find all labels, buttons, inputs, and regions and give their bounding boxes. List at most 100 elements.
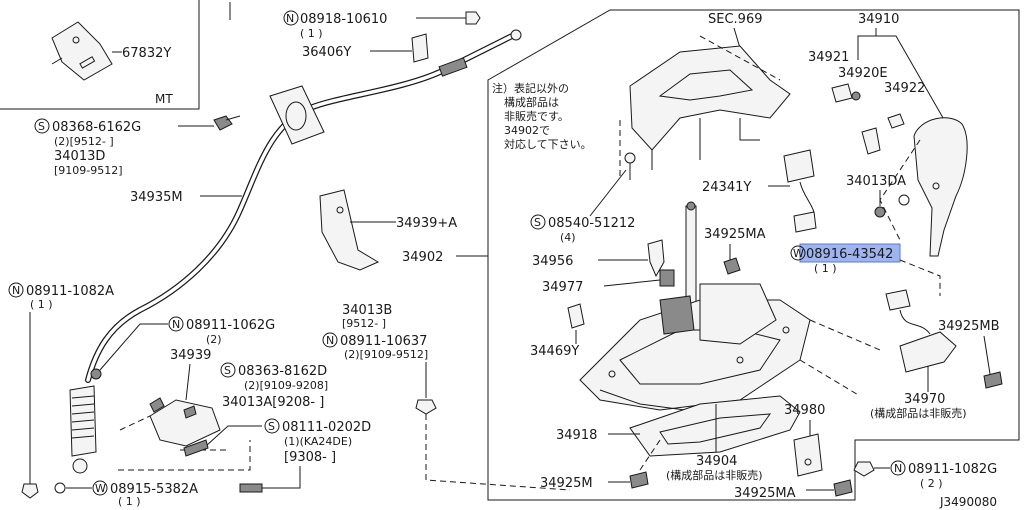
- label-34902: 34902: [402, 250, 443, 265]
- mt-inset: 67832Y MT: [0, 0, 200, 110]
- dash-34939: [119, 415, 230, 451]
- bracket-34939A-group: 34939+A: [319, 189, 457, 271]
- mt-inset-border: [0, 0, 200, 110]
- bracket-34980-group: 34980: [784, 403, 825, 477]
- dash-08916: [899, 259, 941, 296]
- screw-08540-group: S 08540-51212 (4) 34902: [402, 169, 635, 265]
- label-08363-qty: (2)[9109-9208]: [244, 379, 328, 392]
- label-08916-43542: 08916-43542: [806, 247, 893, 262]
- nut-08911c: [415, 399, 437, 415]
- leader-34925MB: [983, 335, 991, 375]
- base-hole-3: [736, 356, 744, 364]
- prefix-S-08111: [264, 418, 280, 434]
- bulb-34921: [831, 83, 853, 103]
- note-line-3: 非販売です。: [504, 110, 569, 123]
- bolt-34925MB: [983, 371, 1003, 389]
- cable-grommet-plate: [269, 85, 325, 145]
- cable-adjuster: [438, 57, 468, 77]
- label-34920E: 34920E: [838, 66, 888, 81]
- label-34970-note: (構成部品は非販売): [870, 406, 967, 420]
- knob-button: [932, 182, 940, 190]
- highlight-08916: [799, 243, 901, 263]
- label-34925M: 34925M: [540, 476, 593, 491]
- bracket-34939A: [319, 189, 380, 271]
- dash-knob: [879, 139, 921, 241]
- bolt-08363: [149, 397, 165, 413]
- shift-knob-group: 34910 34921 34920E 34922: [808, 12, 968, 257]
- label-08911c-qty: (2)[9109-9512]: [344, 348, 428, 361]
- prefix-W-08915: [92, 480, 108, 496]
- screw-34013DA: [874, 206, 886, 218]
- label-08918-qty: ( 1 ): [300, 27, 323, 40]
- label-34910: 34910: [858, 12, 899, 27]
- prefix-S-08363-text: S: [224, 364, 231, 377]
- label-08911-10637: 08911-10637: [340, 334, 427, 349]
- label-08540-51212: 08540-51212: [548, 216, 635, 231]
- mt-bracket-hole: [72, 36, 80, 44]
- clip-36406Y: [411, 33, 429, 63]
- dash-34970: [799, 319, 881, 397]
- cable-grommet-ring: [285, 101, 307, 131]
- prefix-S-08363: [220, 362, 236, 378]
- cable-boot-ribs: [71, 395, 95, 439]
- stopper-34469Y: [567, 303, 585, 329]
- label-34970: 34970: [904, 392, 945, 407]
- bolt-34013A: [183, 405, 197, 419]
- label-08915-qty: ( 1 ): [118, 495, 141, 508]
- prefix-S-08540-text: S: [534, 216, 541, 229]
- label-34925MA-top: 34925MA: [704, 227, 766, 242]
- label-08111-range: [9308- ]: [284, 450, 336, 465]
- console-dash: [619, 35, 781, 180]
- dash-34939-lower: [118, 440, 251, 471]
- label-67832Y: 67832Y: [122, 46, 171, 61]
- prefix-N-08918-text: N: [286, 12, 294, 25]
- prefix-W-08916: [790, 245, 806, 261]
- label-08911a-qty: ( 1 ): [30, 298, 53, 311]
- prefix-S-08368-text: S: [38, 120, 45, 133]
- cable-clip: [90, 368, 102, 380]
- label-08368-qty: (2)[9512- ]: [54, 135, 114, 148]
- label-08911-1082A: 08911-1082A: [26, 284, 114, 299]
- indicator-plate-group: 34918 34904 (構成部品は非販売): [556, 395, 801, 482]
- console-cover-slot: [658, 69, 754, 101]
- prefix-N-08911b-text: N: [172, 318, 180, 331]
- prefix-S-08368: [34, 118, 50, 134]
- label-08111-qty: (1)(KA24DE): [284, 435, 352, 448]
- shift-lever-assembly: [579, 201, 811, 413]
- note-line-2: 構成部品は: [504, 95, 559, 109]
- label-34925MA-bot: 34925MA: [734, 486, 796, 501]
- note-line-4: 34902で: [504, 124, 550, 137]
- highlight-08916-group: W 08916-43542 ( 1 ): [790, 243, 941, 296]
- figure-id: J3490080: [939, 495, 997, 509]
- label-08911-1082G: 08911-1082G: [908, 462, 997, 477]
- base-hole-1: [608, 370, 616, 378]
- bracket-34980-hole: [804, 458, 812, 466]
- prefix-N-08911c: [322, 332, 338, 348]
- leader-34939: [185, 363, 191, 401]
- nut-08911d: [853, 461, 875, 477]
- label-34956: 34956: [532, 254, 573, 269]
- prefix-W-08915-text: W: [95, 482, 106, 495]
- label-34918: 34918: [556, 428, 597, 443]
- label-34013D-range: [9109-9512]: [54, 164, 123, 177]
- indicator-plate-34918: [629, 395, 801, 457]
- label-34013DA: 34013DA: [846, 174, 906, 189]
- label-08111-0202D: 08111-0202D: [282, 420, 371, 435]
- shift-cable-assembly: 34935M: [69, 29, 522, 474]
- label-08363-8162D: 08363-8162D: [238, 364, 327, 379]
- label-34904: 34904: [696, 454, 737, 469]
- prefix-N-08918: [283, 10, 299, 26]
- screw-08540: [624, 152, 636, 164]
- spring-34922: [887, 113, 905, 129]
- label-08911-1062G: 08911-1062G: [186, 318, 275, 333]
- label-08916-qty: ( 1 ): [814, 262, 837, 275]
- bolt-08368: [213, 115, 233, 131]
- label-24341Y: 24341Y: [702, 180, 751, 195]
- dash-34925M: [639, 439, 661, 471]
- button-34956: [647, 239, 665, 278]
- leader-08911b: [99, 323, 168, 371]
- bolt-08368-shank: [225, 115, 241, 121]
- prefix-N-08911a-text: N: [12, 284, 20, 297]
